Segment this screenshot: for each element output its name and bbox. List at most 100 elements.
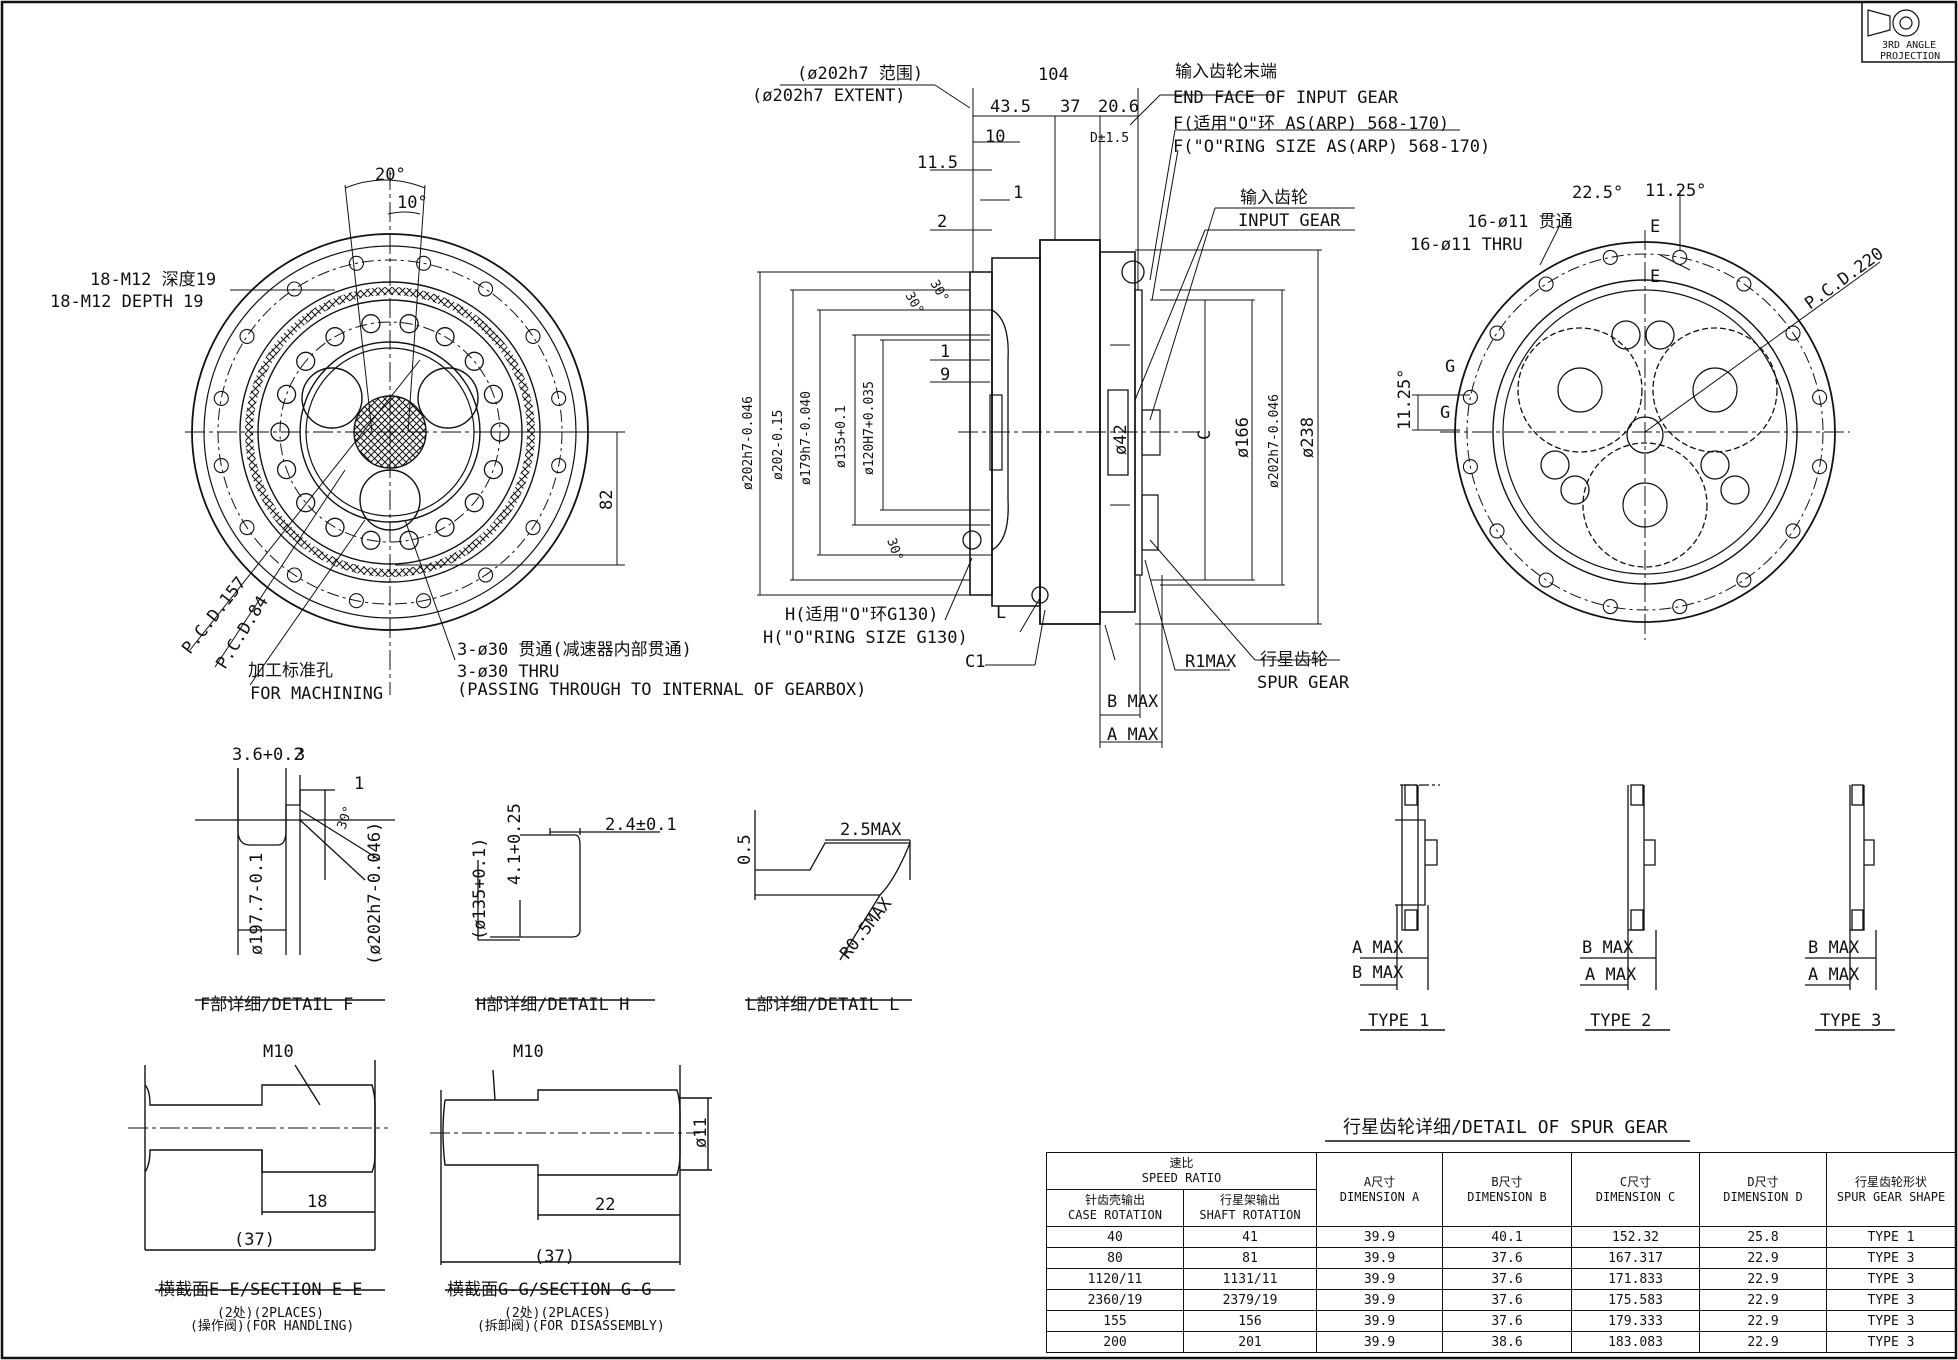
detail-f-title: F部详细/DETAIL F — [200, 995, 353, 1015]
cell-d: 22.9 — [1699, 1289, 1828, 1311]
type1-label: TYPE 1 — [1368, 1011, 1429, 1031]
tapped-hole — [325, 327, 345, 347]
tapped-hole — [435, 327, 455, 347]
cell-b: 38.6 — [1442, 1331, 1573, 1353]
side-dia-179: ø179h7-0.040 — [799, 391, 814, 485]
cell-shape: TYPE 3 — [1826, 1289, 1957, 1311]
detail-l-2-5: 2.5MAX — [840, 820, 902, 840]
rear-pcd220: P.C.D.220 — [1801, 244, 1887, 314]
front-thru-en: 3-ø30 THRU — [457, 662, 559, 682]
rear-holes-cn: 16-ø11 贯通 — [1467, 212, 1573, 232]
section-g-11: ø11 — [691, 1117, 711, 1148]
detail-f-30: 30° — [335, 804, 357, 831]
detail-h-135: (ø135+0.1) — [470, 838, 490, 940]
side-input-en: INPUT GEAR — [1238, 211, 1341, 231]
side-angle-30a: 30° — [927, 278, 952, 306]
section-e — [128, 1060, 388, 1291]
bolt-hole — [348, 255, 364, 271]
section-e-18: 18 — [307, 1192, 327, 1212]
cell-d: 25.8 — [1699, 1226, 1828, 1248]
type2-b-max: B MAX — [1582, 938, 1634, 958]
bolt-hole — [1672, 599, 1688, 615]
front-view — [185, 170, 625, 695]
front-thru-note: (PASSING THROUGH TO INTERNAL OF GEARBOX) — [457, 680, 866, 700]
tapped-hole — [399, 530, 419, 550]
section-g-m10: M10 — [513, 1042, 544, 1062]
detail-h-title: H部详细/DETAIL H — [476, 995, 629, 1015]
cell-shaft: 41 — [1182, 1226, 1318, 1248]
detail-f-197: ø197.7-0.1 — [247, 853, 267, 955]
detail-f-1: 1 — [354, 774, 364, 794]
bolt-hole — [239, 520, 255, 536]
bolt-hole — [478, 281, 494, 297]
bolt-hole — [416, 593, 432, 609]
cell-case: 2360/19 — [1046, 1289, 1184, 1311]
tapped-hole — [435, 517, 455, 537]
tapped-hole — [464, 493, 484, 513]
cell-shaft: 156 — [1182, 1310, 1318, 1332]
cell-shaft: 1131/11 — [1182, 1268, 1318, 1290]
bolt-hole — [348, 593, 364, 609]
cell-shaft: 2379/19 — [1182, 1289, 1318, 1311]
detail-l-0-5: 0.5 — [735, 834, 755, 865]
bolt-hole — [1602, 249, 1618, 265]
section-g — [430, 1065, 712, 1291]
side-dia-202b: ø202-0.15 — [771, 410, 786, 480]
front-tap-en: 18-M12 DEPTH 19 — [50, 292, 204, 312]
cell-a: 39.9 — [1316, 1331, 1444, 1353]
side-r1: R1MAX — [1185, 652, 1237, 672]
bolt-hole — [1736, 572, 1752, 588]
cell-c: 152.32 — [1571, 1226, 1701, 1248]
side-f-en: F("O"RING SIZE AS(ARP) 568-170) — [1173, 137, 1490, 157]
rear-g1: G — [1445, 357, 1455, 377]
section-e-m10: M10 — [263, 1042, 294, 1062]
section-g-note2: (拆卸阀)(FOR DISASSEMBLY) — [477, 1318, 665, 1334]
side-dim-d-tol: D±1.5 — [1090, 131, 1129, 146]
bolt-hole — [551, 390, 567, 406]
table-title: 行星齿轮详细/DETAIL OF SPUR GEAR — [1343, 1117, 1668, 1138]
front-angle-10: 10° — [397, 193, 428, 213]
bolt-hole — [1812, 389, 1828, 405]
side-extent-en: (ø202h7 EXTENT) — [752, 86, 906, 106]
section-e-note2: (操作阀)(FOR HANDLING) — [190, 1318, 354, 1334]
rear-angle-11-25b: 11.25° — [1395, 369, 1415, 430]
side-dia-202c: ø202h7-0.046 — [1267, 394, 1282, 488]
tapped-hole — [296, 493, 316, 513]
detail-h — [475, 828, 660, 1001]
bolt-hole — [1602, 599, 1618, 615]
side-end-cn: 输入齿轮末端 — [1175, 62, 1277, 82]
cell-shape: TYPE 3 — [1826, 1331, 1957, 1353]
section-g-22: 22 — [595, 1195, 615, 1215]
tapped-hole — [325, 517, 345, 537]
side-dia-202a: ø202h7-0.046 — [741, 396, 756, 490]
side-end-en: END FACE OF INPUT GEAR — [1173, 88, 1399, 108]
side-dim-c: C — [1195, 430, 1215, 440]
cell-c: 175.583 — [1571, 1289, 1701, 1311]
cell-a: 39.9 — [1316, 1247, 1444, 1269]
cell-shaft: 201 — [1182, 1331, 1318, 1353]
bolt-hole — [213, 390, 229, 406]
bolt-hole — [1785, 325, 1801, 341]
type3-b-max: B MAX — [1808, 938, 1860, 958]
bolt-hole — [1736, 276, 1752, 292]
tapped-hole — [483, 384, 504, 405]
detail-l — [745, 810, 912, 1001]
bolt-hole — [1538, 276, 1554, 292]
cell-b: 37.6 — [1442, 1289, 1573, 1311]
cell-shape: TYPE 3 — [1826, 1310, 1957, 1332]
tapped-hole — [270, 422, 290, 442]
cell-c: 183.083 — [1571, 1331, 1701, 1353]
tapped-hole — [399, 314, 419, 334]
cell-shape: TYPE 3 — [1826, 1247, 1957, 1269]
bolt-hole — [1538, 572, 1554, 588]
side-f-cn: F(适用"O"环 AS(ARP) 568-170) — [1173, 114, 1449, 134]
front-dim-82: 82 — [597, 490, 617, 510]
cell-b: 37.6 — [1442, 1310, 1573, 1332]
side-dim-37: 37 — [1060, 97, 1080, 117]
side-input-cn: 输入齿轮 — [1240, 188, 1308, 208]
